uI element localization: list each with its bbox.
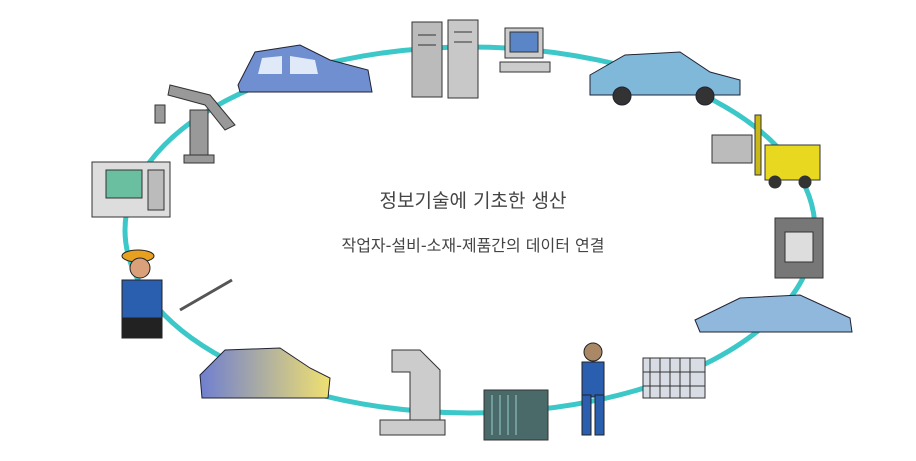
press-machine-icon [774,217,824,279]
worker-icon [581,342,605,436]
car-frame-icon [694,294,853,333]
technician-icon [121,249,233,339]
milling-machine-icon [379,349,446,436]
forklift-icon [711,114,821,189]
car-body-icon [237,44,373,93]
server-icon [411,19,479,99]
control-cabinet-icon [483,389,549,441]
diagram-subtitle: 작업자-설비-소재-제품간의 데이터 연결 [341,236,605,255]
car-icon [589,51,741,106]
material-pallet-icon [642,357,706,399]
hmi-panel-icon [91,161,171,218]
painted-car-icon [199,347,331,399]
computer-icon [499,27,551,73]
robot-arm-icon [154,84,236,164]
diagram-title: 정보기술에 기초한 생산 [379,190,567,212]
